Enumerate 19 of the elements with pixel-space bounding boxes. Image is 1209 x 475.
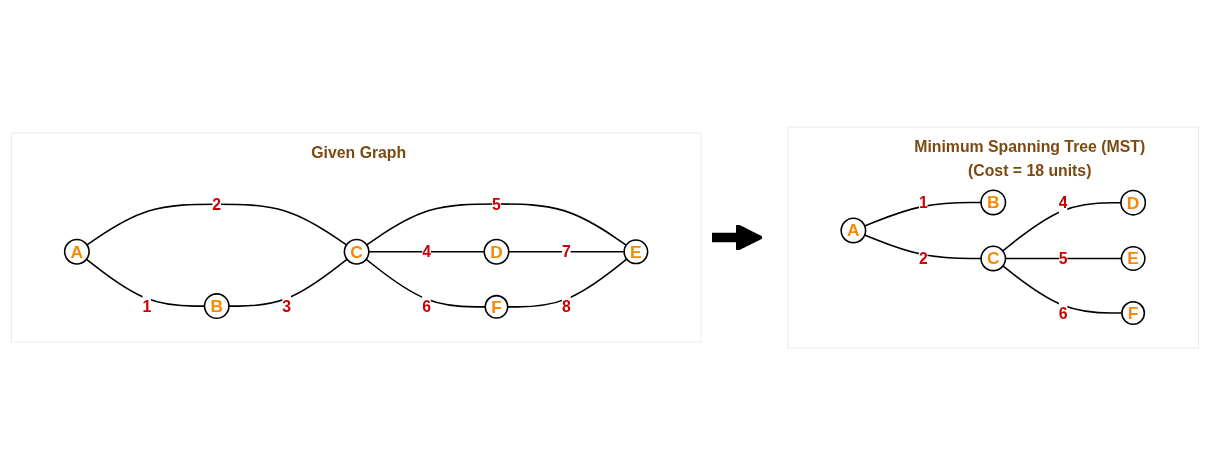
vertex-circle: F xyxy=(483,294,508,319)
vertex-circle: E xyxy=(622,239,648,265)
edge-line xyxy=(1004,257,1122,260)
edge-line xyxy=(365,203,627,246)
vertex-circle: D xyxy=(1119,189,1146,216)
vertex-circle: E xyxy=(1120,245,1146,271)
edge-line xyxy=(85,203,347,246)
vertex-circle: B xyxy=(979,189,1006,216)
vertex-circle: C xyxy=(343,238,370,265)
figure-panel: Given Graph 1 2 3 4 5 6 7 8 A B C D E F xyxy=(10,132,701,343)
vertex-circle: C xyxy=(979,245,1006,272)
figure-panel: Minimum Spanning Tree (MST) (Cost = 18 units) 1 2 4 5 6 A B C D E F xyxy=(786,126,1199,349)
block-arrow xyxy=(711,223,763,252)
edge-line xyxy=(85,258,205,307)
vertex-circle: D xyxy=(482,238,509,265)
vertex-circle: F xyxy=(1120,301,1145,326)
vertex-circle: A xyxy=(63,238,90,265)
vertex-circle: B xyxy=(203,293,230,320)
vertex-circle: A xyxy=(839,217,866,244)
